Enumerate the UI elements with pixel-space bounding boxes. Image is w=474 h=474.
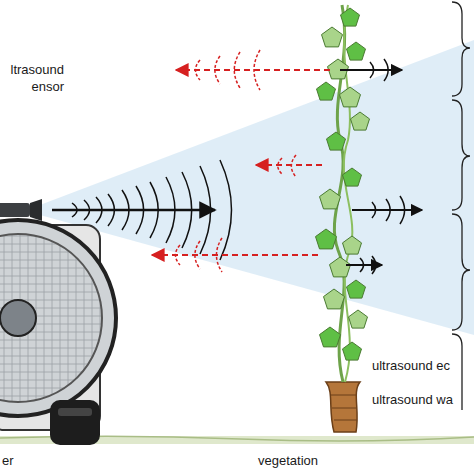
- sprayer-label: er: [2, 453, 14, 470]
- leaf: [349, 310, 368, 328]
- leaf: [340, 87, 361, 107]
- zone-braces: [452, 2, 470, 410]
- legend-text: ultrasound ec: [372, 358, 450, 375]
- wave-arc: [220, 160, 232, 260]
- transmitted-arrows: [340, 70, 422, 265]
- leaf: [347, 42, 366, 60]
- leaf: [343, 342, 362, 360]
- fan: [0, 220, 116, 416]
- leaf: [320, 189, 341, 209]
- leaf: [351, 112, 370, 130]
- legend-text: ultrasound wa: [372, 392, 453, 409]
- echo-arrows: [152, 70, 330, 255]
- leaf: [347, 280, 366, 298]
- leaf: [324, 289, 345, 309]
- leaf: [328, 59, 349, 79]
- leaf: [317, 82, 336, 100]
- leaf: [316, 229, 337, 249]
- emitted-wave-arrow: [52, 209, 215, 212]
- wheel: [50, 400, 100, 445]
- leaf: [343, 168, 362, 186]
- leaf: [322, 27, 343, 47]
- plant-trunk: [326, 382, 360, 432]
- leaf: [343, 236, 362, 254]
- leaf: [330, 257, 351, 277]
- leaf: [327, 132, 346, 150]
- sensor-label: ltrasound ensor: [2, 62, 64, 96]
- plant-label: vegetation: [258, 453, 318, 470]
- ultrasound-sensor: [0, 203, 30, 217]
- wave-arc: [291, 155, 296, 177]
- leaf: [341, 8, 360, 26]
- leaf: [320, 327, 341, 347]
